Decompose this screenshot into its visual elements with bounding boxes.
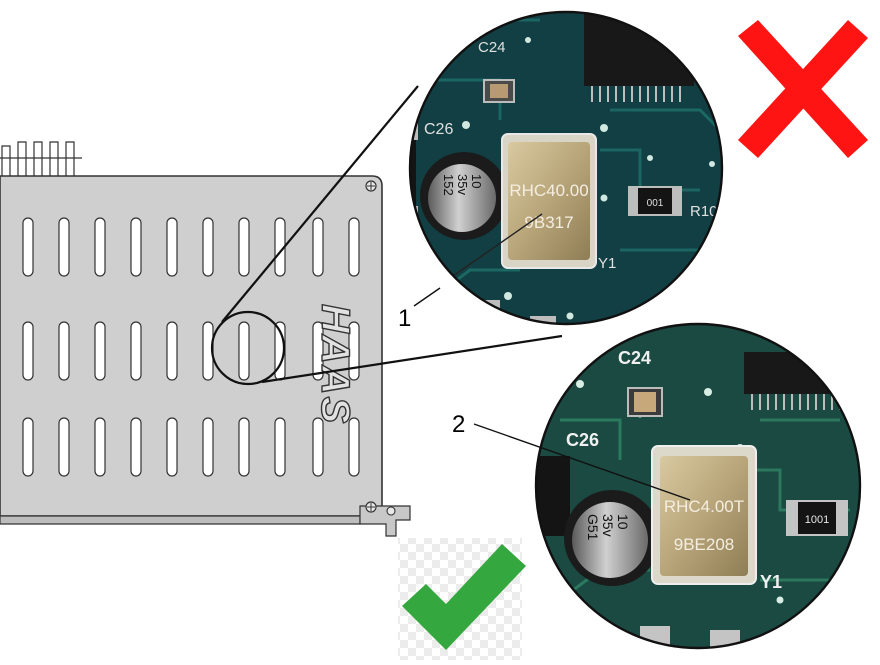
screw-icon <box>365 501 377 513</box>
vent-slot <box>202 217 214 277</box>
crystal-marking: 9B317 <box>524 213 573 232</box>
resistor-code: 001 <box>647 198 664 209</box>
connector-pins <box>0 141 82 176</box>
callout-2: 2 <box>452 411 691 501</box>
vent-slot <box>312 217 324 277</box>
cap-text: 10 <box>615 514 631 530</box>
vent-slot <box>22 321 34 381</box>
callout-1: 1 <box>398 287 441 332</box>
vent-slot <box>94 417 106 477</box>
board-rail <box>0 515 361 525</box>
vent-slot <box>58 417 70 477</box>
resistor: 1001 <box>786 500 848 536</box>
vent-slots <box>22 217 360 477</box>
vent-slot <box>312 321 324 381</box>
callout-number: 1 <box>398 305 411 332</box>
screw-icon <box>365 180 377 192</box>
cap-text: 35v <box>600 514 616 537</box>
vent-slot <box>166 321 178 381</box>
vent-slot <box>130 417 142 477</box>
haas-logo: HAAS <box>313 304 357 425</box>
board-bracket <box>359 505 411 537</box>
cap-text: 152 <box>441 174 456 196</box>
vent-slot <box>202 417 214 477</box>
vent-slot <box>348 321 360 381</box>
vent-slot <box>312 417 324 477</box>
vent-slot <box>58 217 70 277</box>
capacitor: 10 35v 152 <box>420 152 508 240</box>
vent-slot <box>58 321 70 381</box>
screw-icon <box>386 506 396 516</box>
vent-slot <box>94 217 106 277</box>
red-x-icon <box>738 20 868 158</box>
vent-slot <box>166 217 178 277</box>
vent-slot <box>274 417 286 477</box>
crystal-oscillator-correct: RHC4.00T 9BE208 <box>651 445 757 585</box>
top-magnifier: C24 10 35v 152 C26 RHC40.00 9B317 Y1 001… <box>410 12 722 324</box>
bottom-magnifier-border <box>534 322 862 650</box>
ref-label-c24: C24 <box>618 348 651 368</box>
vent-slot <box>238 217 250 277</box>
zoom-target-circle <box>210 310 286 386</box>
ref-label-c26: C26 <box>566 430 599 450</box>
cap-text: 35v <box>455 174 470 195</box>
vent-slot <box>22 417 34 477</box>
vent-slot <box>348 217 360 277</box>
vent-slot <box>130 321 142 381</box>
top-magnifier-border <box>408 10 724 326</box>
ref-label-r10: R10 <box>690 203 718 220</box>
crystal-oscillator-wrong: RHC40.00 9B317 <box>501 133 597 269</box>
crystal-marking: RHC40.00 <box>509 181 588 200</box>
capacitor: 10 35v G51 <box>564 490 660 586</box>
resistor-code: 1001 <box>805 514 829 526</box>
ref-label-c24: C24 <box>478 39 506 56</box>
vent-slot <box>22 217 34 277</box>
callout-number: 2 <box>452 411 465 438</box>
cap-text: 10 <box>469 174 484 188</box>
bottom-magnifier: C24 C26 10 35v G51 RHC4.00T 9BE208 Y1 10… <box>536 324 860 648</box>
crystal-marking: 9BE208 <box>674 535 735 554</box>
pcb-board: HAAS <box>0 141 411 537</box>
ref-label-y1: Y1 <box>760 572 782 592</box>
cap-text: G51 <box>585 514 601 541</box>
vent-slot <box>94 321 106 381</box>
ref-label-y1: Y1 <box>598 255 616 272</box>
vent-slot <box>348 417 360 477</box>
zoom-connector-lines <box>221 85 563 384</box>
resistor: 001 <box>628 186 682 216</box>
ref-label-c26: C26 <box>424 121 453 138</box>
vent-slot <box>238 417 250 477</box>
vent-slot <box>130 217 142 277</box>
vent-slot <box>166 417 178 477</box>
crystal-marking: RHC4.00T <box>664 497 744 516</box>
green-check-icon <box>398 538 526 660</box>
vent-slot <box>238 321 250 381</box>
